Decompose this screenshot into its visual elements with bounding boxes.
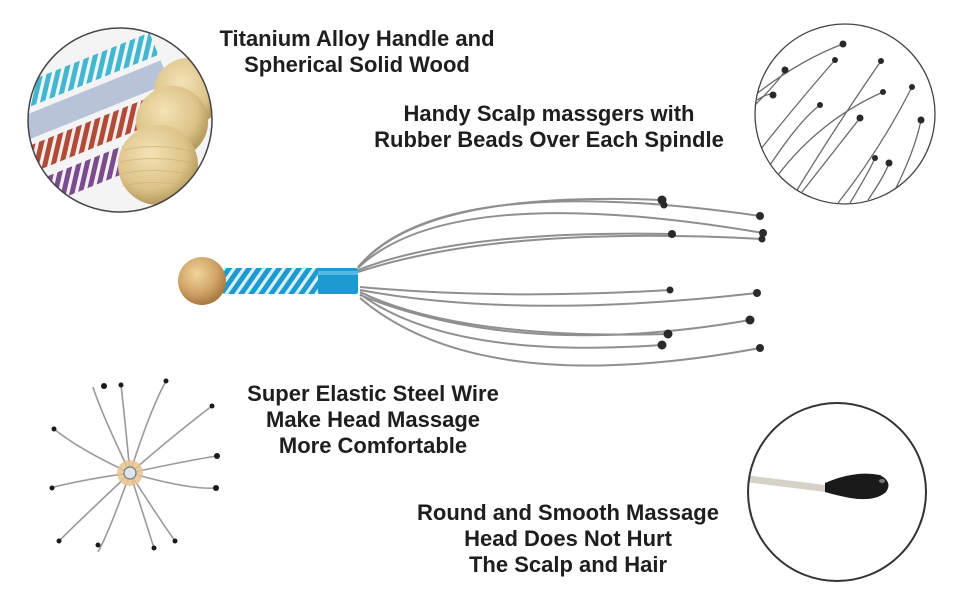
caption-line: Super Elastic Steel Wire: [247, 381, 499, 406]
wooden-ball-knob: [178, 257, 226, 305]
caption-line: Make Head Massage: [266, 406, 480, 432]
caption-line: More Comfortable: [278, 432, 468, 458]
feature-caption-handle: Titanium Alloy Handle and Spherical Soli…: [192, 26, 522, 78]
caption-line: The Scalp and Hair: [468, 551, 668, 577]
caption-line: Head Does Not Hurt: [464, 525, 672, 551]
feature-caption-beads: Handy Scalp massgers with Rubber Beads O…: [340, 101, 758, 153]
bead-tip-closeup-image: [747, 402, 927, 582]
feature-caption-wire: Super Elastic Steel Wire Make Head Massa…: [222, 381, 524, 459]
spindle-beads-closeup-image: [754, 23, 936, 205]
caption-line: Spherical Solid Wood: [244, 51, 470, 77]
caption-line: Rubber Beads Over Each Spindle: [374, 126, 724, 152]
main-product-image: [178, 195, 767, 367]
caption-line: Round and Smooth Massage: [417, 500, 719, 525]
massager-top-view-image: [49, 378, 220, 553]
handle-closeup-image: [27, 27, 213, 213]
caption-line: Titanium Alloy Handle and: [219, 26, 495, 51]
feature-caption-tip: Round and Smooth Massage Head Does Not H…: [390, 500, 746, 578]
twisted-handle: [222, 268, 322, 294]
caption-line: Handy Scalp massgers with: [403, 101, 695, 126]
